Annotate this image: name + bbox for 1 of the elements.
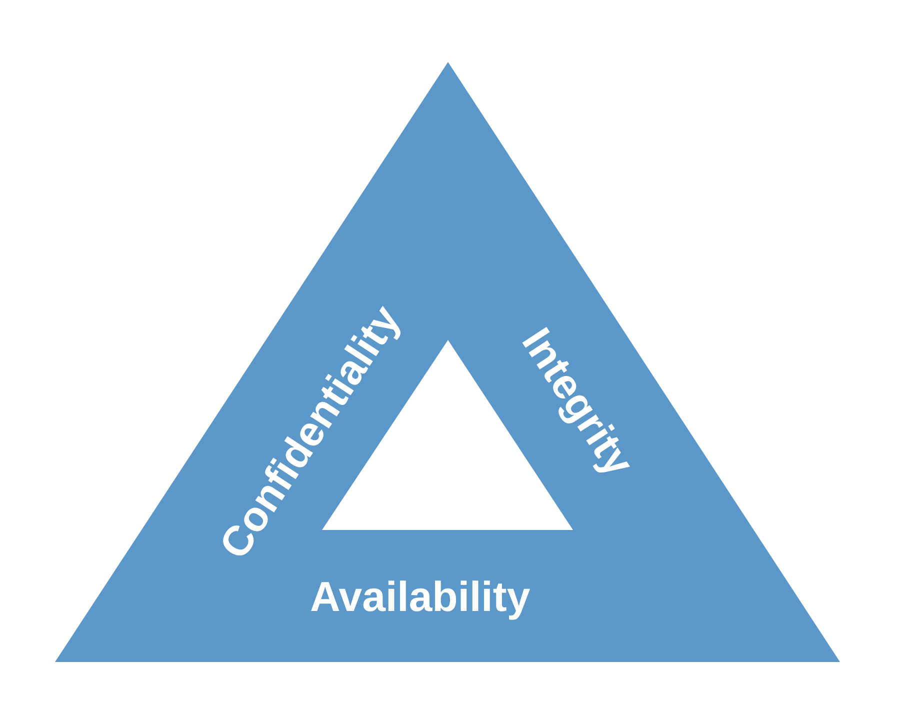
side-label: Availability [310, 573, 530, 621]
